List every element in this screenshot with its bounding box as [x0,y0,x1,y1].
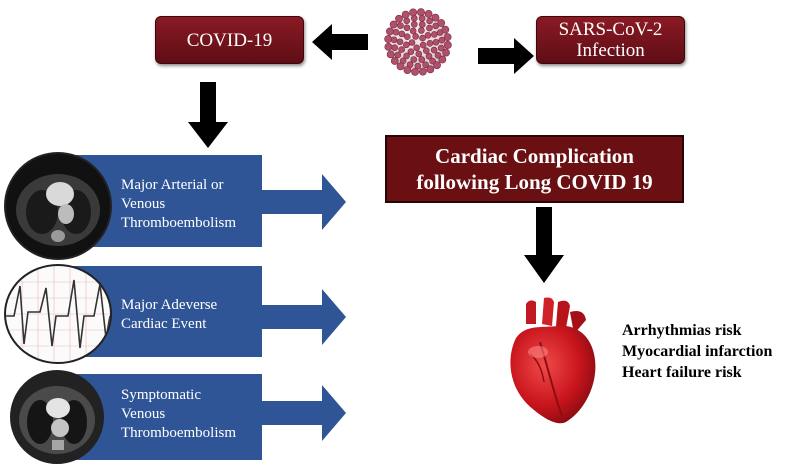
sars-label-line1: SARS-CoV-2 [558,19,663,40]
sars-label-line2: Infection [576,40,645,61]
event-label-mace: Major Adeverse Cardiac Event [121,297,218,332]
cardiac-label-line2: following Long COVID 19 [416,170,653,194]
chest-ct-icon [10,370,104,464]
risk-item: Arrhythmias risk [622,322,742,339]
arrow-right-icon [478,38,534,74]
virus-icon [384,8,452,76]
arrow-right-blue-icon [262,289,346,345]
arrow-down-icon [188,82,228,148]
risk-item: Heart failure risk [622,364,742,381]
ct-scan-icon [4,152,112,260]
covid19-label: COVID-19 [186,29,273,51]
arrow-right-blue-icon [262,385,346,441]
cardiac-complication-box: Cardiac Complication following Long COVI… [385,135,684,203]
risk-item: Myocardial infarction [622,343,773,360]
sars-box: SARS-CoV-2 Infection [536,16,685,64]
risk-list: Arrhythmias risk Myocardial infarction H… [622,320,772,383]
arrow-right-blue-icon [262,174,346,230]
arrow-down-icon [524,207,564,283]
event-label-arterial: Major Arterial or Venous Thromboembolism [121,177,236,231]
arrow-left-icon [312,24,368,60]
event-label-venous: Symptomatic Venous Thromboembolism [121,387,236,441]
heart-icon [510,297,596,424]
cardiac-label-line1: Cardiac Complication [435,144,634,168]
ecg-icon [4,264,112,364]
covid19-box: COVID-19 [155,16,304,64]
